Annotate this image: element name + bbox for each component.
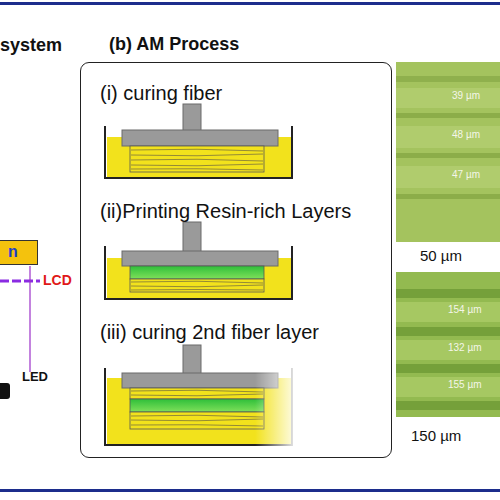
fiber-band <box>396 327 500 336</box>
resin-band <box>396 302 500 322</box>
resin-band <box>396 377 500 397</box>
build-platform <box>122 130 278 146</box>
fiber-strands <box>131 390 263 396</box>
fiber-band <box>396 76 500 82</box>
fiber-band <box>396 153 500 158</box>
frame-line <box>0 2 500 5</box>
node-text: 48 µm <box>452 129 480 140</box>
process-panel: (b) AM Process(i) curing fiber(ii)Printi… <box>80 62 392 458</box>
node-text: (ii)Printing Resin-rich Layers <box>100 200 351 222</box>
lcd-line <box>0 280 40 283</box>
fiber-band <box>396 289 500 298</box>
fiber-strands <box>131 149 263 170</box>
source-box: n <box>0 240 38 265</box>
resin-band <box>396 88 500 108</box>
resin-rich-layer <box>130 266 264 279</box>
platform-stem <box>183 222 201 252</box>
node-text: 150 µm <box>411 428 461 445</box>
resin-band <box>396 340 500 360</box>
build-platform <box>122 251 278 266</box>
micrograph-image <box>396 62 500 242</box>
fiber-strands <box>131 281 263 290</box>
fiber-layer <box>130 279 264 292</box>
vat-illustration <box>105 222 292 299</box>
node-text: (iii) curing 2nd fiber layer <box>100 321 319 343</box>
fiber-band <box>396 364 500 373</box>
micrograph <box>396 62 500 242</box>
node-text: 155 µm <box>448 379 482 390</box>
node-text: 154 µm <box>448 304 482 315</box>
platform-stem <box>183 104 201 131</box>
fiber-band <box>396 113 500 118</box>
node-text: (b) AM Process <box>109 35 239 55</box>
fiber-band <box>396 401 500 410</box>
fiber-band <box>396 194 500 199</box>
micrograph-image <box>396 272 500 417</box>
fade-overlay <box>255 366 295 448</box>
light-ray <box>29 266 30 372</box>
fiber-strands <box>131 415 263 426</box>
node-text: 132 µm <box>448 342 482 353</box>
frame-line <box>0 489 500 492</box>
micrograph-panel: 154 µm132 µm155 µm150 µm <box>396 272 500 417</box>
resin-band <box>396 166 500 188</box>
vat-illustration <box>105 104 292 178</box>
node-text: 39 µm <box>452 90 480 101</box>
panel-title: system <box>0 36 62 56</box>
resin-band <box>396 126 500 148</box>
node-text: n <box>8 243 18 261</box>
resin-rich-layer <box>130 399 264 412</box>
component-label: LCD <box>43 273 72 288</box>
micrograph-panel: 39 µm48 µm47 µm50 µm <box>396 62 500 242</box>
build-platform <box>122 373 278 388</box>
node-text: (i) curing fiber <box>100 82 222 104</box>
fiber-layer <box>130 146 264 172</box>
fiber-layer <box>130 412 264 429</box>
platform-stem <box>183 345 201 374</box>
micrograph <box>396 272 500 417</box>
led-symbol <box>0 383 10 399</box>
vat-wall <box>105 126 292 178</box>
node-text: 50 µm <box>420 248 462 265</box>
fiber-layer <box>130 388 264 399</box>
vat-wall <box>105 246 292 299</box>
node-text: 47 µm <box>452 169 480 180</box>
component-label: LED <box>22 370 48 384</box>
vat-illustration <box>105 345 295 448</box>
